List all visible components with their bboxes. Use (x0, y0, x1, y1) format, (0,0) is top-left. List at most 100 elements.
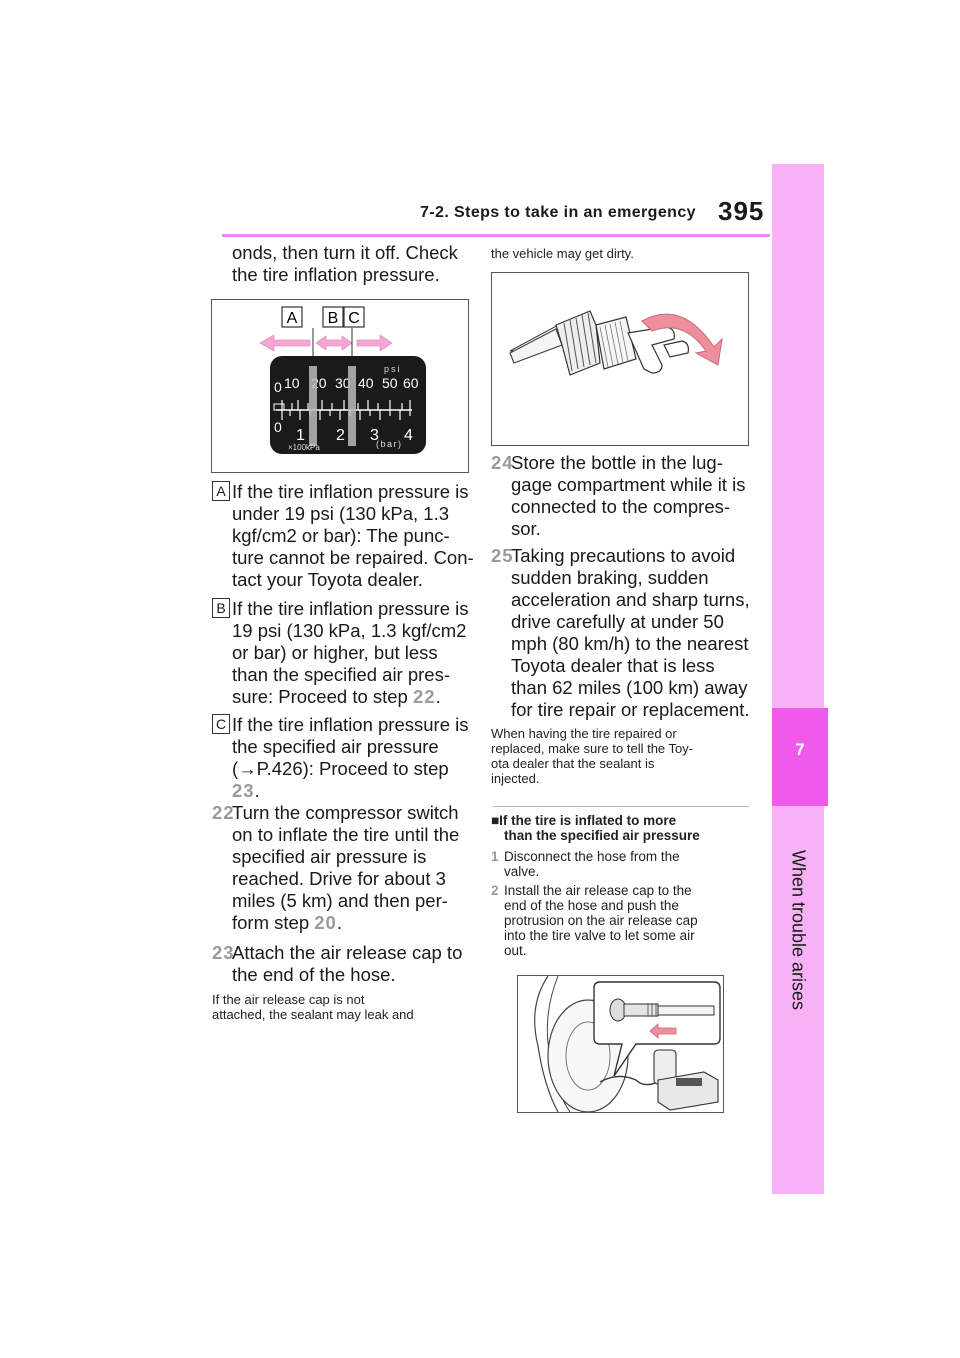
note-line: If the air release cap is not (212, 992, 365, 1007)
psi-tick-label: 40 (358, 375, 374, 391)
step-25: 25 Taking precautions to avoid sudden br… (491, 545, 750, 721)
repair-note: When having the tire repaired or replace… (491, 726, 693, 786)
step-line: Disconnect the hose from the (504, 849, 680, 864)
note-line: attached, the sealant may leak and (212, 1007, 414, 1022)
item-line: If the tire inflation pressure is (232, 481, 469, 502)
bar-tick-label: 2 (336, 427, 345, 444)
step-22: 22 Turn the compressor switch on to infl… (212, 802, 459, 934)
step-line: Attach the air release cap to (232, 942, 463, 963)
rotate-arrow-icon (641, 313, 723, 366)
cap-body (595, 316, 637, 370)
page-number: 395 (718, 196, 765, 226)
step-number: 24 (491, 452, 514, 473)
step-line: Toyota dealer that is less (511, 655, 715, 676)
sealant-note-continued: the vehicle may get dirty. (491, 246, 634, 261)
needle-bc (348, 366, 356, 446)
needle-a (309, 366, 317, 446)
air-release-cap-illustration (509, 310, 723, 376)
bar-tick-label: 3 (370, 427, 379, 444)
fitting-threads (563, 312, 597, 372)
item-b-marker: B (212, 598, 230, 618)
item-c-marker: C (212, 714, 230, 734)
step-number: 25 (491, 545, 514, 566)
item-c-text: If the tire inflation pressure is the sp… (232, 714, 469, 802)
push-arrow-icon (649, 1023, 677, 1039)
range-arrow-b (315, 335, 353, 351)
note-line: When having the tire repaired or (491, 726, 677, 741)
item-a-marker: A (212, 481, 230, 501)
step-line: Taking precautions to avoid (511, 545, 736, 566)
chapter-side-tab (772, 164, 824, 1194)
tire-valve-illustration (534, 976, 721, 1112)
step-line: on to inflate the tire until the (232, 824, 460, 845)
step-text: form step (232, 912, 315, 933)
wheel-hub (565, 1021, 611, 1091)
bar-tick-label: 4 (404, 427, 413, 444)
item-text: . (254, 780, 260, 801)
chapter-number-box (772, 708, 828, 806)
sealant-note: If the air release cap is not attached, … (212, 992, 414, 1022)
item-line: If the tire inflation pressure is (232, 714, 469, 735)
psi-tick-label: 30 (335, 375, 351, 391)
step-line: into the tire valve to let some air (504, 928, 695, 943)
step-line: the end of the hose. (232, 964, 396, 985)
range-arrow-a (259, 334, 311, 352)
item-line: tact your Toyota dealer. (232, 569, 423, 590)
cap-grip (599, 320, 629, 368)
subsection-bullet-icon: ■ (491, 813, 500, 828)
step-line: specified air pressure is (232, 846, 427, 867)
step-line: out. (504, 943, 527, 958)
step-line: acceleration and sharp turns, (511, 589, 750, 610)
item-text: . (435, 686, 441, 707)
psi-zero-label: 0 (274, 379, 282, 395)
intro-line: onds, then turn it off. Check (232, 242, 458, 263)
sub-step-2: 2 Install the air release cap to the end… (491, 883, 698, 958)
note-line: replaced, make sure to tell the Toy- (491, 741, 694, 756)
intro-line: the tire inflation pressure. (232, 264, 440, 285)
air-release-cap-figure (491, 272, 749, 446)
compressor-switch (676, 1078, 702, 1086)
step-line: Store the bottle in the lug- (511, 452, 723, 473)
note-line: injected. (491, 771, 540, 786)
bar-zero-label: 0 (274, 419, 282, 435)
header-rule (222, 234, 770, 237)
item-line: the specified air pressure (232, 736, 439, 757)
section-divider (493, 806, 749, 807)
psi-tick-label: 50 (382, 375, 398, 391)
step-reference[interactable]: 23 (232, 780, 255, 801)
hose (657, 1005, 715, 1016)
tire-valve-figure (517, 975, 724, 1113)
step-reference[interactable]: 22 (413, 686, 436, 707)
chapter-number: 7 (795, 740, 805, 759)
step-line: Turn the compressor switch (232, 802, 459, 823)
step-number: 22 (212, 802, 235, 823)
step-23: 23 Attach the air release cap to the end… (212, 942, 462, 986)
subsection-heading: ■If the tire is inflated to more than th… (491, 813, 700, 843)
item-text: sure: Proceed to step (232, 686, 413, 707)
step-line: miles (5 km) and then per- (232, 890, 448, 911)
scale-end-marker (273, 403, 285, 411)
step-line: sor. (511, 518, 541, 539)
page-reference[interactable]: (→P.426): Proceed to step (232, 758, 449, 779)
step-number: 23 (212, 942, 235, 963)
psi-tick-label: 10 (284, 375, 300, 391)
step-line: form step 20. (232, 912, 459, 934)
sub-step-1: 1 Disconnect the hose from the valve. (491, 849, 680, 879)
step-line: reached. Drive for about 3 (232, 868, 446, 889)
item-line: 19 psi (130 kPa, 1.3 kgf/cm2 (232, 620, 467, 641)
kpa-unit-label: ×100kPa (288, 443, 320, 452)
callout-a-label: A (287, 310, 298, 327)
step-reference[interactable]: 20 (314, 912, 337, 933)
bar-tick-label: 1 (296, 427, 305, 444)
callout-c-label: C (348, 310, 360, 327)
heading-line: than the specified air pressure (504, 828, 700, 843)
step-line: connected to the compres- (511, 496, 731, 517)
intro-paragraph: onds, then turn it off. Check the tire i… (232, 242, 458, 286)
tire-edge (534, 976, 559, 1112)
item-line: kgf/cm2 or bar): The punc- (232, 525, 450, 546)
item-line: 23. (232, 780, 469, 802)
compressor-hose (599, 1075, 659, 1086)
section-title: 7-2. Steps to take in an emergency (420, 204, 696, 221)
item-line: or bar) or higher, but less (232, 642, 438, 663)
step-line: end of the hose and push the (504, 898, 679, 913)
